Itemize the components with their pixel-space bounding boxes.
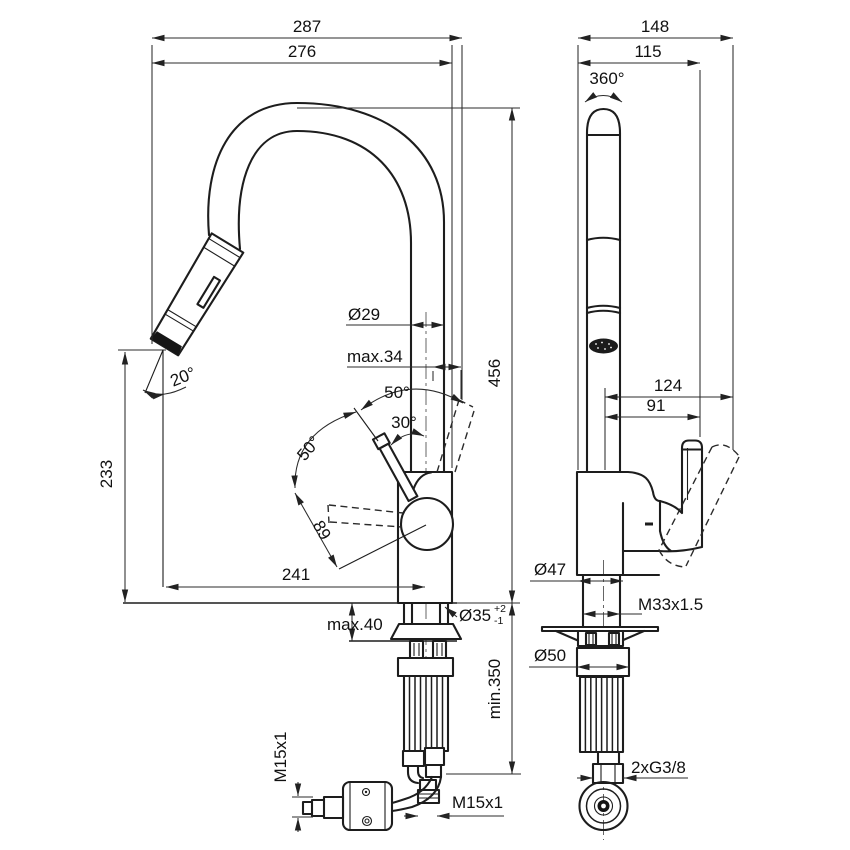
dim-dia29-label: Ø29 [348, 305, 380, 324]
hose-neck-side [596, 750, 621, 766]
dim-tube-diameter-29: Ø29 [346, 305, 444, 329]
dim-m33-label: M33x1.5 [638, 595, 703, 614]
dim-collar-dia50: Ø50 [529, 646, 629, 671]
dim-dia35-tol-plus: +2 [494, 603, 506, 615]
pullout-spray-hose [390, 775, 443, 813]
quick-connector [301, 795, 345, 820]
dim-lever-reach-124: 124 [604, 376, 733, 470]
spray-head-grip-button [196, 275, 222, 309]
dim-spray-angle-20: 20° [142, 349, 198, 587]
ball-joint [399, 496, 455, 552]
weight-screw-bottom-inner [364, 818, 370, 824]
hose-fitting-right [424, 763, 443, 779]
dim-148-label: 148 [641, 17, 669, 36]
angle-50-upper-label: 50° [384, 383, 410, 402]
dim-overall-depth-148: 148 [577, 17, 734, 470]
lever-forward-position-dashed [327, 504, 404, 528]
supply-hose-coil-inner [585, 788, 622, 824]
rib-lines-front [408, 676, 444, 751]
dim-hose-thread-side-m15: M15x1 [271, 731, 313, 832]
dim-m15-elbow-label: M15x1 [452, 793, 503, 812]
dim-overall-reach-287: 287 [151, 17, 463, 468]
dim-deck-max40: max.40 [327, 603, 383, 641]
dim-min350-label: min.350 [485, 659, 504, 719]
dim-dia47-label: Ø47 [534, 560, 566, 579]
spout-inner-outline [237, 129, 413, 474]
dim-276-label: 276 [288, 42, 316, 61]
hose-nut-left [401, 749, 426, 768]
weight-screw-bottom [361, 815, 373, 827]
hex-union-nut [591, 762, 625, 785]
dim-dia50-label: Ø50 [534, 646, 566, 665]
dim-m15-side-label: M15x1 [271, 731, 290, 782]
aerator-dots [595, 341, 612, 350]
supply-hose-left [406, 764, 425, 785]
dim-89-label: 89 [309, 517, 335, 543]
weight-screw-top [361, 787, 371, 797]
dim-clearance-min350: min.350 [446, 603, 521, 775]
dim-360-label: 360° [589, 69, 624, 88]
front-view: 287 276 456 233 20° 241 Ø29 [97, 17, 521, 832]
mounting-clamp-front [408, 639, 448, 660]
shank-collar [575, 646, 631, 678]
supply-hose-hub-center [601, 803, 606, 809]
spout-tube-side [585, 107, 622, 474]
spout-tube-bands [585, 236, 622, 315]
dim-124-label: 124 [654, 376, 682, 395]
dim-g38-label: 2xG3/8 [631, 758, 686, 777]
lever-back-position-dashed [436, 399, 475, 473]
dim-spout-reach-276: 276 [152, 42, 452, 67]
aerator-face [589, 338, 618, 354]
angle-50-lower-label: 50° [293, 433, 324, 465]
dim-dia35-label: Ø35 [459, 606, 491, 625]
clamp-slot-lines-front [413, 643, 443, 656]
lever-side [657, 439, 704, 553]
dim-hole-dia35: Ø35 +2 -1 [444, 603, 506, 627]
dim-241-label: 241 [282, 565, 310, 584]
dim-115-label: 115 [634, 42, 661, 61]
spray-nozzle-tip [150, 331, 182, 356]
angle-20-label: 20° [167, 363, 198, 390]
rib-lines-side [584, 677, 619, 752]
dim-287-label: 287 [293, 17, 321, 36]
side-view: 148 115 360° 124 91 Ø47 M33x1.5 [529, 17, 740, 840]
spout-outer-outline [207, 101, 446, 474]
dim-91-label: 91 [647, 396, 666, 415]
dim-233-label: 233 [97, 460, 116, 488]
dim-outlet-height-233: 233 [97, 349, 166, 602]
hose-weight-seams [349, 782, 386, 830]
dim-body-dia47: Ø47 [530, 560, 623, 585]
weight-screw-top-dot [364, 790, 368, 794]
shank-side [581, 573, 622, 628]
lever-side-alt-position-dashed [658, 444, 740, 568]
base-escutcheon-front [389, 622, 463, 641]
supply-hose-coil-outer [578, 780, 629, 832]
body-side-outline [575, 470, 662, 577]
dim-lever-reach-91: 91 [605, 396, 700, 421]
dim-spout-depth-115: 115 [578, 42, 700, 67]
dim-swivel-360: 360° [584, 69, 625, 103]
clamp-slot-lines-side [588, 634, 617, 644]
dim-dia35-tol-minus: -1 [494, 615, 503, 627]
mounting-nut-front [396, 656, 455, 678]
dim-projection-241: 241 [166, 565, 425, 591]
angle-30-label: 30° [391, 413, 417, 432]
hex-facet-lines [600, 764, 616, 783]
dim-456-label: 456 [485, 359, 504, 387]
spray-head-band-lines [164, 238, 240, 332]
dim-supply-g38: 2xG3/8 [577, 758, 688, 782]
dim-hose-thread-elbow-m15: M15x1 [404, 793, 504, 820]
lever-end-cap [371, 432, 391, 451]
dim-max40-label: max.40 [327, 615, 383, 634]
dim-max34-label: max.34 [347, 347, 403, 366]
hose-nut-right [423, 746, 446, 767]
dim-shank-thread-m33: M33x1.5 [583, 595, 703, 618]
supply-hose-hub [593, 796, 614, 816]
lever-neck-fairing [412, 471, 433, 491]
